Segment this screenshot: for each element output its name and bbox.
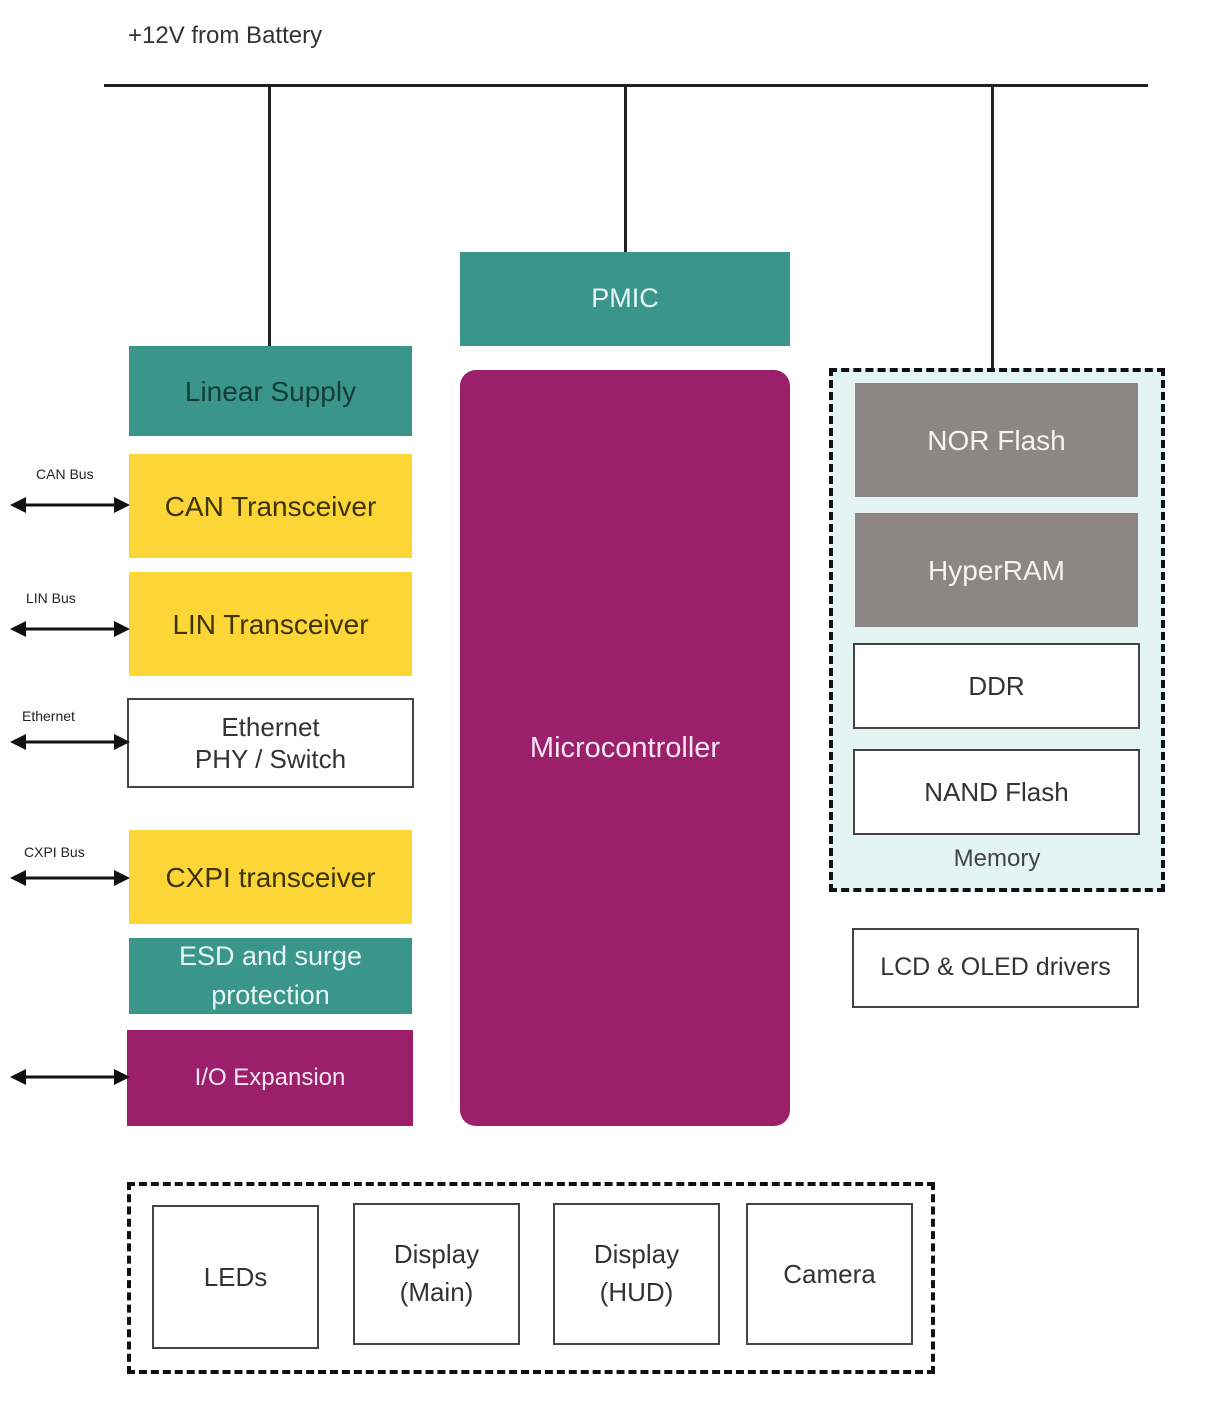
ddr-block: DDR [853, 643, 1140, 729]
nand-flash-label: NAND Flash [924, 776, 1069, 807]
leds-label: LEDs [203, 1261, 268, 1292]
ethernet-label-line2: PHY / Switch [194, 744, 347, 774]
leds-block: LEDs [152, 1205, 319, 1349]
memory-label: Memory [953, 845, 1041, 872]
io-expansion-label: I/O Expansion [194, 1064, 346, 1091]
rail-drop-memory [991, 84, 994, 368]
microcontroller-label: Microcontroller [529, 731, 721, 764]
ethernet-bus-label: Ethernet [22, 708, 75, 724]
microcontroller-block: Microcontroller [460, 370, 790, 1126]
can-bus-arrow [10, 494, 130, 516]
cxpi-bus-arrow [10, 867, 130, 889]
ethernet-phy-block: Ethernet PHY / Switch [127, 698, 414, 788]
linear-supply-label: Linear Supply [184, 375, 357, 407]
io-expansion-arrow [10, 1066, 130, 1088]
lin-bus-label: LIN Bus [26, 590, 76, 606]
display-main-line2: (Main) [399, 1277, 474, 1307]
ethernet-label-line1: Ethernet [221, 711, 320, 742]
rail-drop-pmic [624, 84, 627, 254]
hyperram-block: HyperRAM [855, 513, 1138, 627]
io-expansion-block: I/O Expansion [127, 1030, 413, 1126]
cxpi-transceiver-block: CXPI transceiver [129, 830, 412, 924]
can-bus-label: CAN Bus [36, 466, 94, 482]
nand-flash-block: NAND Flash [853, 749, 1140, 835]
display-main-block: Display (Main) [353, 1203, 520, 1345]
pmic-label: PMIC [591, 283, 659, 314]
hyperram-label: HyperRAM [928, 554, 1065, 586]
rail-drop-linear [268, 84, 271, 348]
nor-flash-block: NOR Flash [855, 383, 1138, 497]
display-hud-line1: Display [593, 1239, 680, 1270]
display-hud-block: Display (HUD) [553, 1203, 720, 1345]
cxpi-bus-label: CXPI Bus [24, 844, 85, 860]
lin-transceiver-label: LIN Transceiver [172, 608, 369, 640]
display-hud-line2: (HUD) [599, 1277, 674, 1307]
camera-block: Camera [746, 1203, 913, 1345]
can-transceiver-label: CAN Transceiver [164, 490, 377, 522]
esd-label-line2: protection [211, 980, 330, 1010]
battery-label: +12V from Battery [128, 22, 323, 49]
display-main-line1: Display [393, 1239, 480, 1270]
camera-label: Camera [783, 1258, 876, 1289]
esd-label-line1: ESD and surge [178, 940, 363, 971]
lin-transceiver-block: LIN Transceiver [129, 572, 412, 676]
nor-flash-label: NOR Flash [927, 424, 1066, 456]
esd-protection-block: ESD and surge protection [129, 938, 412, 1014]
lcd-oled-drivers-block: LCD & OLED drivers [852, 928, 1139, 1008]
peripherals-group [127, 1182, 935, 1374]
lcd-oled-label: LCD & OLED drivers [880, 953, 1111, 982]
linear-supply-block: Linear Supply [129, 346, 412, 436]
cxpi-transceiver-label: CXPI transceiver [165, 861, 376, 893]
ddr-label: DDR [968, 670, 1025, 701]
lin-bus-arrow [10, 618, 130, 640]
ethernet-bus-arrow [10, 731, 130, 753]
can-transceiver-block: CAN Transceiver [129, 454, 412, 558]
pmic-block: PMIC [460, 252, 790, 346]
